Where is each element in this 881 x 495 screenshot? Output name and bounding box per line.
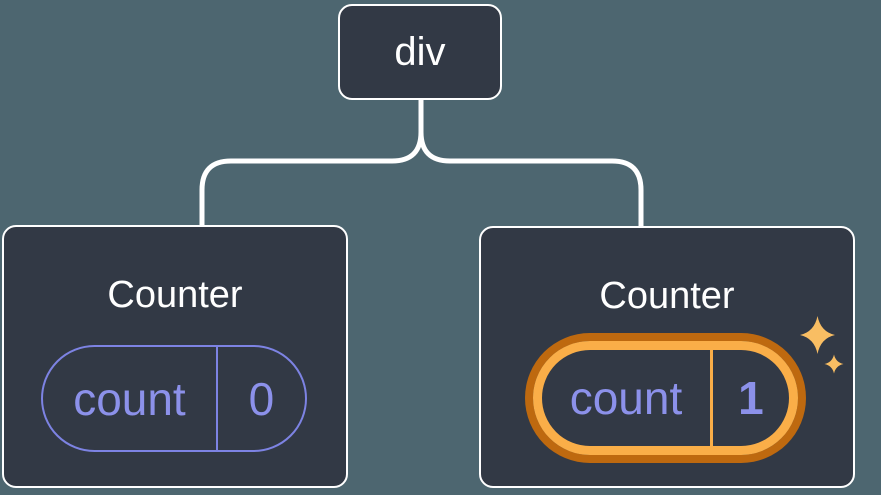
state-value-right: 1 xyxy=(738,372,764,424)
root-node-label: div xyxy=(394,29,446,74)
state-value-left: 0 xyxy=(248,372,275,425)
state-key-left: count xyxy=(43,347,218,450)
state-pill-left: count 0 xyxy=(41,345,307,452)
root-node-div: div xyxy=(338,4,502,100)
component-title-left: Counter xyxy=(107,274,243,316)
connector-left-branch xyxy=(199,100,424,226)
counter-card-right: Counter count 1 xyxy=(479,226,855,488)
state-pill-right-highlighted: count 1 xyxy=(533,341,798,455)
state-key-right: count xyxy=(542,350,713,446)
counter-card-left: Counter count 0 xyxy=(2,225,348,488)
component-title-right: Counter xyxy=(599,275,735,317)
connector-right-branch xyxy=(418,100,644,228)
